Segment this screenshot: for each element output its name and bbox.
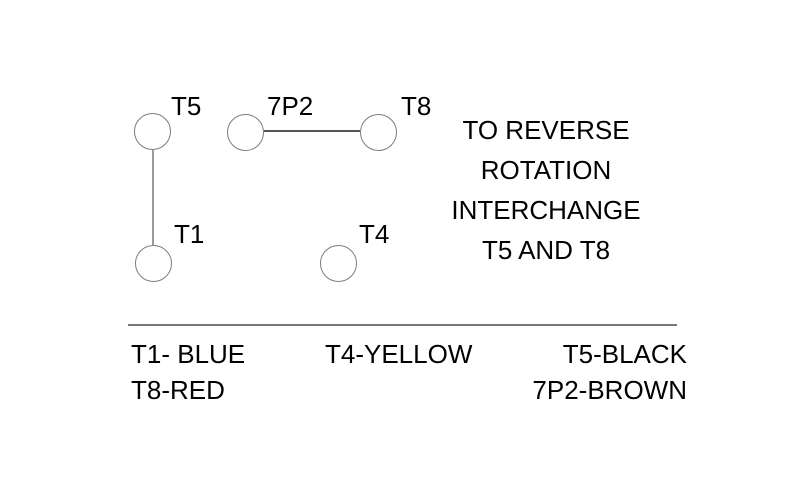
legend-entry-t5-black: T5-BLACK	[562, 339, 687, 369]
terminal-label-t8: T8	[401, 91, 432, 121]
note-line-3: INTERCHANGE	[451, 195, 641, 225]
note-line-2: ROTATION	[480, 155, 612, 185]
legend-divider	[128, 324, 677, 326]
legend-entry-t8-red: T8-RED	[131, 375, 225, 405]
wire-7p2-t8	[264, 130, 360, 132]
legend-entry-t4-yellow: T4-YELLOW	[325, 339, 473, 369]
terminal-label-7p2: 7P2	[267, 91, 314, 121]
terminal-label-t1: T1	[174, 219, 205, 249]
terminal-circle-t1	[135, 245, 172, 282]
terminal-circle-t4	[320, 245, 357, 282]
reverse-rotation-note: TO REVERSE ROTATION INTERCHANGE T5 AND T…	[426, 110, 666, 270]
note-line-1: TO REVERSE	[462, 115, 630, 145]
terminal-circle-t8	[360, 114, 397, 151]
terminal-circle-t5	[134, 113, 171, 150]
note-line-4: T5 AND T8	[481, 235, 611, 265]
terminal-label-t4: T4	[359, 219, 390, 249]
legend-entry-7p2-brown: 7P2-BROWN	[532, 375, 687, 405]
terminal-circle-7p2	[227, 114, 264, 151]
terminal-label-t5: T5	[171, 91, 202, 121]
legend-entry-t1-blue: T1- BLUE	[131, 339, 246, 369]
wire-t5-t1	[152, 150, 154, 245]
